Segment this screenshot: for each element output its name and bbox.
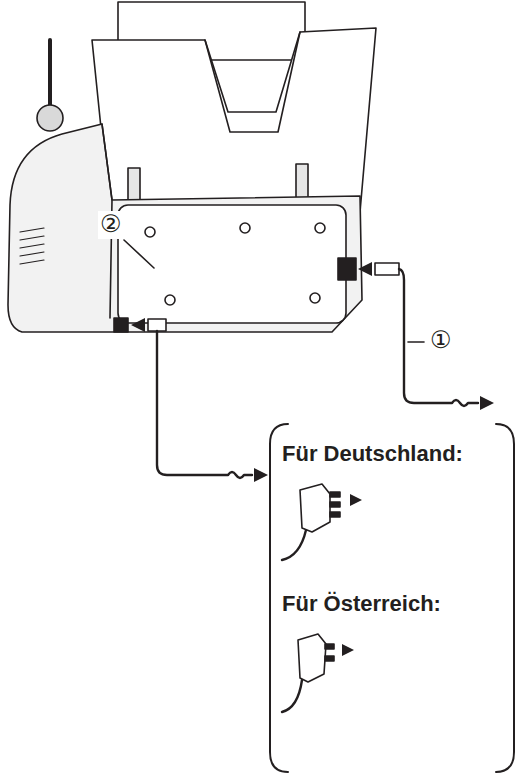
power-plug: [375, 263, 399, 275]
fax-body: [8, 124, 362, 332]
line-socket: [114, 318, 128, 332]
speaker-grille: [20, 228, 44, 264]
phone-cable: [157, 331, 252, 478]
tray-notch: [205, 32, 300, 132]
antenna: [48, 40, 52, 108]
knob: [37, 105, 63, 131]
region-heading: Für Deutschland:: [280, 441, 465, 466]
insert-arrow: [131, 318, 145, 332]
line-plug: [148, 319, 166, 331]
region-heading: Für Österreich:: [280, 591, 443, 616]
screws: [145, 223, 325, 305]
power-socket: [338, 258, 356, 280]
tae-plug: [282, 484, 362, 560]
leader-line: [124, 240, 154, 268]
bracket: [496, 424, 514, 772]
tsd-plug: [282, 634, 354, 712]
insert-arrow: [358, 262, 372, 276]
callout-number: ②: [98, 211, 124, 239]
rear-cover: [118, 205, 346, 323]
cable-arrow: [480, 396, 494, 410]
leader-line: [408, 341, 424, 343]
power-cable: [399, 269, 478, 406]
cable-arrow: [254, 468, 268, 482]
paper-tray: [92, 28, 376, 216]
callout-number: ①: [428, 327, 454, 355]
